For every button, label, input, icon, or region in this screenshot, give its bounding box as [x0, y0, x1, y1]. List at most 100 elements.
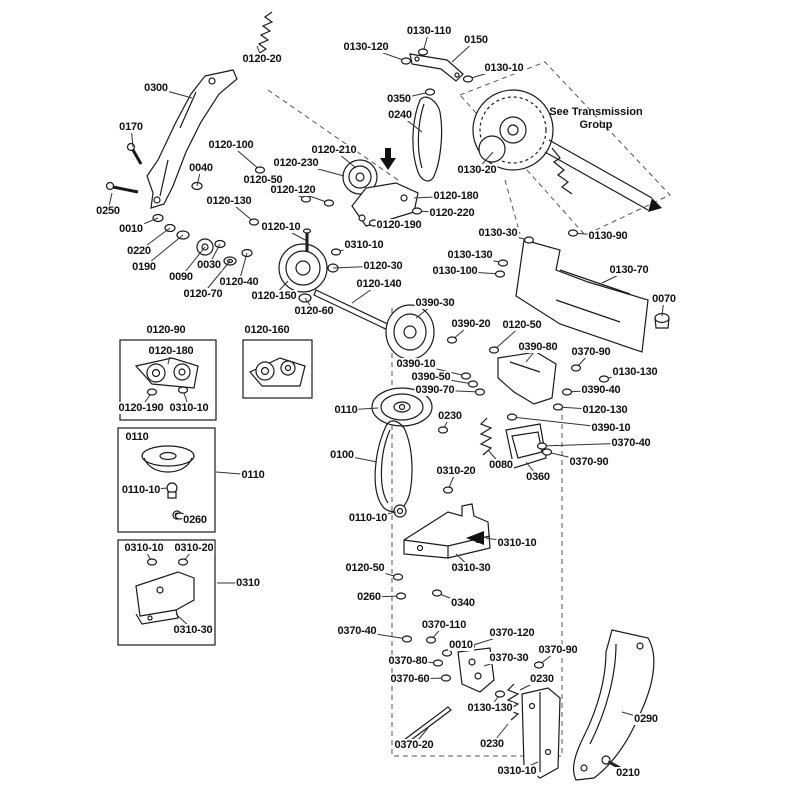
hardware-marker: [441, 649, 453, 657]
leader-line: [546, 451, 590, 463]
leader-line: [607, 760, 629, 774]
hardware-marker: [300, 195, 312, 203]
part-bolt-0170: [126, 142, 143, 165]
hardware-marker: [177, 386, 189, 394]
hardware-marker: [494, 270, 506, 278]
leader-line: [365, 46, 407, 62]
hardware-marker: [411, 207, 423, 215]
hardware-marker: [368, 219, 380, 227]
leader-line: [469, 632, 513, 647]
transmission-note: See Transmission Group: [548, 106, 644, 132]
leader-line: [292, 189, 330, 204]
hardware-marker: [494, 690, 506, 698]
part-spring-0080: [479, 417, 493, 456]
leader-line: [557, 406, 606, 411]
hardware-marker: [533, 661, 545, 669]
part-cap-0070: [654, 312, 670, 329]
transmission-note-line1: See Transmission: [549, 106, 643, 118]
leader-line: [332, 265, 384, 269]
leader-line: [273, 280, 289, 297]
hardware-marker: [146, 388, 158, 396]
part-rod-0370-20: [403, 706, 452, 744]
hardware-marker: [395, 592, 407, 600]
hardware-marker: [400, 57, 412, 65]
leader-line: [262, 179, 307, 200]
part-bracket-0150: [409, 53, 464, 82]
hardware-marker: [541, 448, 553, 456]
leader-line: [601, 269, 630, 284]
part-bolt-0250: [105, 181, 139, 194]
part-idler-bracket: [342, 159, 419, 227]
hardware-marker: [497, 259, 509, 267]
hardware-marker: [570, 364, 582, 372]
leader-line: [454, 270, 501, 275]
hardware-marker: [552, 403, 564, 411]
leader-line: [413, 195, 457, 199]
leader-line: [455, 553, 472, 569]
hardware-marker: [432, 659, 444, 667]
hardware-marker: [174, 512, 186, 520]
leader-line: [541, 442, 632, 447]
leader-line: [202, 260, 231, 295]
hardware-marker: [417, 48, 429, 56]
hardware-marker: [460, 372, 472, 380]
leader-line: [356, 630, 408, 640]
leader-line: [519, 678, 543, 691]
hardware-markers: [146, 48, 610, 698]
hardware-marker: [598, 375, 610, 383]
leader-line: [143, 234, 184, 268]
hardware-marker: [567, 229, 579, 237]
leader-line: [572, 232, 609, 237]
hardware-marker: [146, 558, 158, 566]
hardware-marker: [536, 442, 548, 450]
part-belt-0100: [374, 420, 413, 513]
hardware-marker: [392, 573, 404, 581]
part-transmission: [472, 89, 662, 212]
part-handle-0300: [146, 69, 238, 209]
hardware-marker: [442, 486, 454, 494]
leader-line: [487, 449, 502, 466]
hardware-marker: [323, 199, 335, 207]
leader-line: [228, 200, 255, 223]
hardware-marker: [462, 75, 474, 83]
part-spring-top: [254, 11, 274, 57]
hardware-marker: [446, 336, 458, 344]
part-bracket-0310-30: [403, 503, 491, 559]
part-pulley-0110: [371, 387, 433, 427]
hardware-marker: [248, 218, 260, 226]
hardware-marker: [437, 426, 449, 434]
part-panel-0130-70: [515, 239, 649, 353]
leader-line: [351, 283, 380, 304]
inset-box-0110: [117, 427, 216, 533]
part-spring-0230: [506, 683, 520, 721]
leader-line: [467, 67, 505, 80]
hardware-marker: [561, 388, 573, 396]
leader-line: [138, 227, 171, 252]
leader-line: [341, 454, 378, 463]
leader-line: [230, 144, 261, 171]
leader-line: [295, 162, 345, 177]
part-pulley-0390-30: [385, 304, 435, 360]
inset-box-0120-90: [119, 339, 217, 421]
leader-line: [451, 39, 477, 63]
leader-line: [409, 677, 447, 680]
leader-line: [469, 254, 504, 264]
part-belt-0240: [412, 96, 443, 182]
leader-line: [525, 461, 539, 478]
hardware-marker: [401, 635, 413, 643]
part-hub-0110-10: [393, 504, 407, 518]
arrow-down-icon: [380, 148, 396, 170]
leader-line: [107, 192, 113, 212]
arrow-left-icon: [466, 531, 484, 545]
hardware-marker: [474, 388, 486, 396]
hardware-marker: [440, 674, 452, 682]
leader-line: [434, 389, 481, 393]
leader-line: [415, 363, 467, 377]
hardware-marker: [330, 248, 342, 256]
leader-line: [491, 723, 509, 745]
leader-line: [364, 567, 399, 578]
leader-line: [180, 246, 206, 278]
inset-box-0310: [117, 539, 216, 646]
